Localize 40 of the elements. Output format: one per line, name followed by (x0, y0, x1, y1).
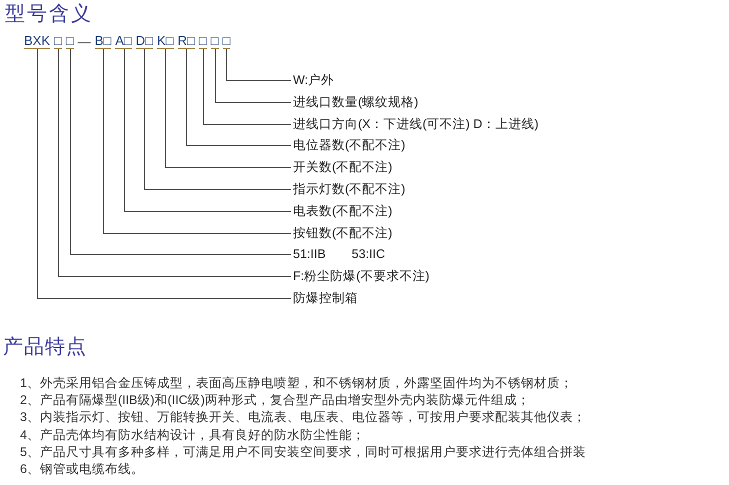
code-segment: □ (222, 33, 230, 49)
code-segment: R□ (178, 33, 195, 49)
feature-list-item: 2、产品有隔爆型(IIB级)和(IIC级)两种形式，复合型产品由增安型外壳内装防爆元件组成； (20, 392, 530, 408)
leader-line (203, 48, 292, 125)
code-segment: A□ (115, 33, 132, 49)
leader-line (186, 48, 292, 146)
code-description: 进线口数量(螺纹规格) (293, 94, 418, 110)
code-segment: □ (54, 33, 62, 49)
feature-list-item: 1、外壳采用铝合金压铸成型，表面高压静电喷塑，和不锈钢材质，外露坚固件均为不锈钢材质； (20, 375, 573, 391)
title-heading: 型号含义 (5, 2, 93, 27)
code-description: 51:IIB 53:IIC (293, 246, 386, 262)
code-segment: D□ (136, 33, 154, 49)
code-description: 进线口方向(X：下进线(可不注) D：上进线) (293, 116, 538, 132)
leader-line (215, 48, 292, 103)
code-segment: □ (210, 33, 219, 49)
code-description: 电位器数(不配不注) (293, 137, 406, 154)
code-segment: □ (66, 33, 74, 49)
code-description: W:户外 (293, 72, 334, 88)
leader-line (144, 48, 292, 190)
code-description: 按钮数(不配不注) (293, 224, 392, 241)
section-heading: 产品特点 (3, 335, 87, 360)
code-segment: BXK (24, 33, 50, 49)
feature-list-item: 6、钢管或电缆布线。 (20, 461, 144, 477)
leader-line (103, 48, 292, 234)
feature-list-item: 5、产品尺寸具有多种多样，可满足用户不同安装空间要求，同时可根据用户要求进行壳体组合拼装 (20, 444, 586, 460)
leader-line (226, 48, 292, 81)
feature-list-item: 4、产品壳体均有防水结构设计，具有良好的防水防尘性能； (20, 426, 365, 443)
code-description: 防爆控制箱 (293, 290, 358, 306)
code-description: 开关数(不配不注) (293, 159, 392, 176)
code-description: F:粉尘防爆(不要求不注) (293, 268, 430, 284)
leader-line (124, 48, 292, 212)
code-description: 指示灯数(不配不注) (293, 181, 406, 197)
code-description: 电表数(不配不注) (293, 202, 392, 219)
code-segment: K□ (157, 33, 174, 49)
leader-line (165, 48, 292, 168)
code-segment: B□ (94, 33, 112, 49)
feature-list-item: 3、内装指示灯、按钮、万能转换开关、电流表、电压表、电位器等，可按用户要求配装其他仪表； (20, 409, 586, 426)
separator-dash: — (78, 34, 91, 49)
leader-line (37, 48, 292, 299)
code-segment: □ (198, 33, 207, 49)
